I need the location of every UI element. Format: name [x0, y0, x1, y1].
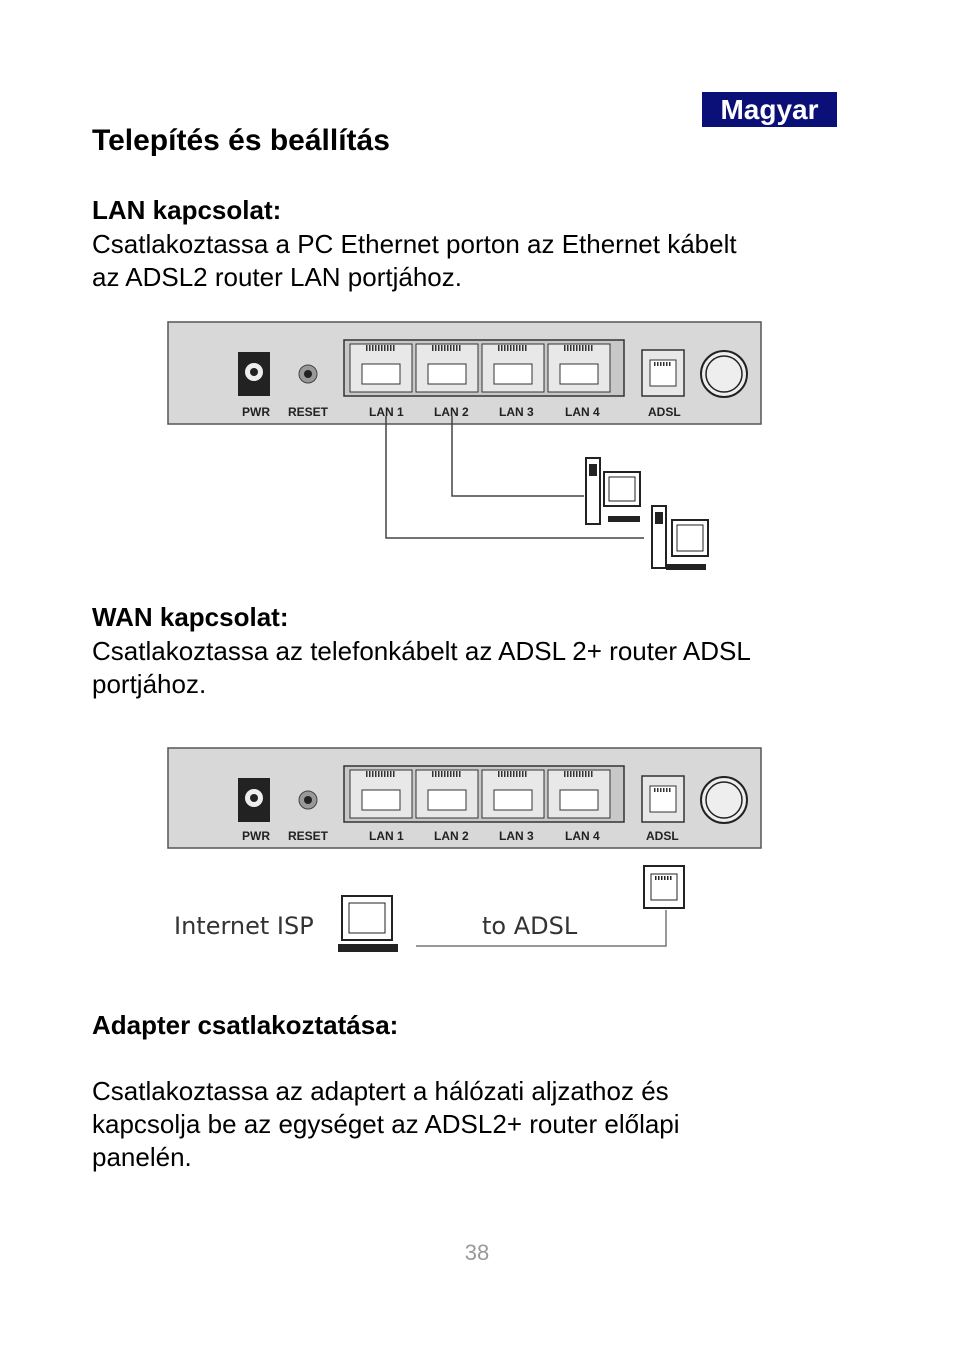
lan-ports-icon: [349, 769, 611, 819]
label-reset: RESET: [288, 829, 329, 843]
label-lan4: LAN 4: [565, 829, 600, 843]
label-lan3: LAN 3: [499, 405, 534, 419]
wan-line-2: portjához.: [92, 669, 207, 699]
adapter-heading: Adapter csatlakoztatása:: [92, 1010, 399, 1040]
lan-line-2: az ADSL2 router LAN portjához.: [92, 262, 462, 292]
to-adsl-label: to ADSL: [482, 912, 578, 940]
phone-line: [416, 910, 667, 947]
lan-connection-diagram: PWR RESET LAN 1 LAN 2 LAN 3 LAN 4 ADSL: [167, 321, 762, 570]
language-badge: Magyar: [702, 92, 837, 127]
label-lan1: LAN 1: [369, 829, 404, 843]
lan-heading: LAN kapcsolat:: [92, 195, 282, 225]
label-adsl: ADSL: [648, 405, 681, 419]
computer-icon: [585, 457, 641, 525]
adapter-line-3: panelén.: [92, 1142, 192, 1172]
computer-icon: [338, 895, 398, 952]
lan-ports-icon: [349, 343, 611, 393]
label-lan2: LAN 2: [434, 405, 469, 419]
label-lan1: LAN 1: [369, 405, 404, 419]
phone-jack-icon: [643, 865, 685, 909]
lan-paragraph: Csatlakoztassa a PC Ethernet porton az E…: [92, 228, 852, 294]
page-number: 38: [464, 1240, 490, 1265]
reset-button-icon: [298, 790, 318, 810]
cable-lan2: [451, 416, 584, 497]
label-lan2: LAN 2: [434, 829, 469, 843]
lan-line-1: Csatlakoztassa a PC Ethernet porton az E…: [92, 229, 737, 259]
adsl-port-icon: [641, 775, 685, 823]
wan-connection-diagram: PWR RESET LAN 1 LAN 2 LAN 3 LAN 4 ADSL I…: [167, 747, 762, 952]
antenna-connector-icon: [700, 776, 748, 824]
power-port-icon: [238, 778, 270, 822]
antenna-connector-icon: [700, 350, 748, 398]
label-pwr: PWR: [242, 405, 270, 419]
adsl-port-icon: [641, 349, 685, 397]
reset-button-icon: [298, 364, 318, 384]
wan-line-1: Csatlakoztassa az telefonkábelt az ADSL …: [92, 636, 751, 666]
wan-heading: WAN kapcsolat:: [92, 602, 289, 632]
page-title: Telepítés és beállítás: [92, 124, 390, 157]
adapter-line-2: kapcsolja be az egységet az ADSL2+ route…: [92, 1109, 680, 1139]
computer-icon: [651, 505, 709, 570]
wan-paragraph: Csatlakoztassa az telefonkábelt az ADSL …: [92, 635, 852, 701]
power-port-icon: [238, 352, 270, 396]
label-lan3: LAN 3: [499, 829, 534, 843]
cable-lan1: [385, 416, 644, 539]
internet-isp-label: Internet ISP: [174, 912, 314, 940]
label-lan4: LAN 4: [565, 405, 600, 419]
adapter-line-1: Csatlakoztassa az adaptert a hálózati al…: [92, 1076, 669, 1106]
label-pwr: PWR: [242, 829, 270, 843]
adapter-paragraph: Csatlakoztassa az adaptert a hálózati al…: [92, 1075, 852, 1174]
label-reset: RESET: [288, 405, 329, 419]
label-adsl: ADSL: [646, 829, 679, 843]
